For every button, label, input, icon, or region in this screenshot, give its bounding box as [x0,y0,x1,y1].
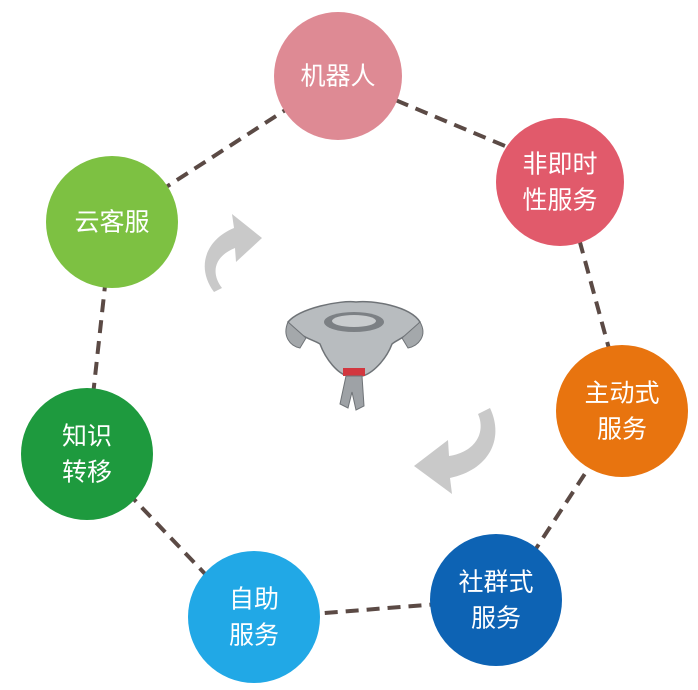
node-label: 自助 [229,585,279,614]
node-cloud-service: 云客服 [46,156,178,288]
node-label: 非即时 [522,150,597,179]
node-label: 主动式 [584,379,659,408]
cycle-arrow-icon [414,408,496,494]
node-proactive-service: 主动式 服务 [556,345,688,477]
node-label: 社群式 [458,568,533,597]
node-label: 云客服 [74,208,149,237]
node-label: 机器人 [300,62,375,91]
node-label: 转移 [62,458,112,487]
node-label: 性服务 [522,186,597,215]
cycle-arrow-icon [204,214,262,292]
node-label: 服务 [229,621,279,650]
node-knowledge-transfer: 知识 转移 [21,388,153,520]
node-label: 服务 [471,604,521,633]
node-self-service: 自助 服务 [188,551,320,683]
funnel-logo-icon [285,300,424,411]
node-robot: 机器人 [274,12,402,140]
node-label: 知识 [62,422,112,451]
node-community-service: 社群式 服务 [430,534,562,666]
node-label: 服务 [597,415,647,444]
node-async-service: 非即时 性服务 [496,118,624,246]
